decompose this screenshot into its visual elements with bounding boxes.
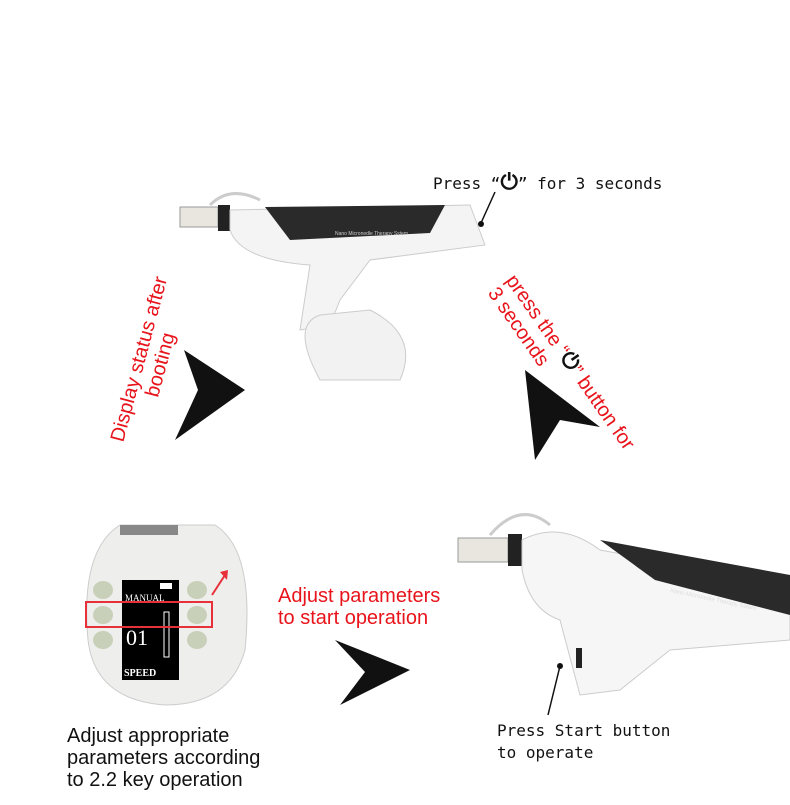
device-control-panel: MANUAL 01 SPEED — [85, 524, 248, 706]
top-callout: Press “⏻” for 3 seconds — [433, 170, 662, 195]
bottom-right-caption: Press Start button to operate — [497, 720, 670, 764]
device-gun-bottom: Nano Micronedle Therapy Sstem — [457, 513, 790, 696]
bottom-left-line2: parameters according — [67, 747, 261, 769]
middle-label-line2: to start operation — [278, 607, 429, 629]
callout-pointer-line — [478, 191, 496, 227]
bottom-right-line2: to operate — [497, 743, 594, 762]
top-callout-suffix: ” for 3 seconds — [517, 174, 663, 193]
middle-label-line1: Adjust parameters — [278, 585, 441, 607]
highlight-box — [85, 601, 213, 628]
screen-value: 01 — [126, 625, 148, 650]
power-icon: ⏻ — [500, 170, 518, 195]
brand-text: Nano Micronedle Therapy Sstem — [335, 231, 408, 237]
screen-mode: MANUAL — [125, 593, 165, 603]
start-button-pointer — [547, 663, 563, 716]
arrow-right — [335, 640, 410, 705]
top-callout-prefix: Press “ — [433, 174, 501, 193]
bottom-left-caption: Adjust appropriate parameters according … — [67, 725, 260, 791]
bottom-right-line1: Press Start button — [497, 721, 671, 740]
middle-label: Adjust parameters to start operation — [278, 585, 440, 629]
bottom-left-line3: to 2.2 key operation — [67, 769, 243, 791]
arrow-up-left — [525, 370, 600, 460]
arrow-down-left — [175, 350, 245, 440]
device-gun-top: Nano Micronedle Therapy Sstem — [179, 192, 486, 381]
bottom-left-line1: Adjust appropriate — [67, 725, 230, 747]
screen-label: SPEED — [124, 668, 156, 679]
